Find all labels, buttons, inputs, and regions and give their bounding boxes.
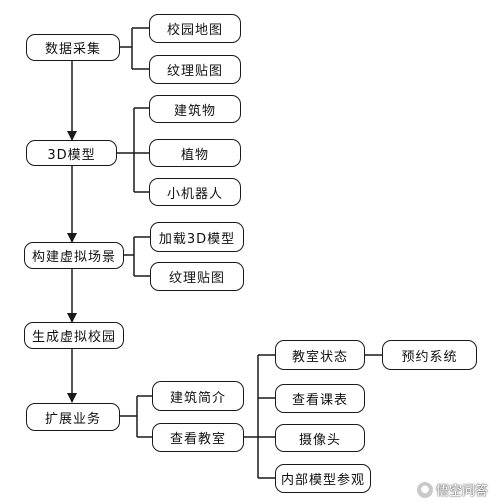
- node-generate-virtual-campus: 生成虚拟校园: [24, 322, 124, 349]
- node-3d-model: 3D模型: [26, 140, 117, 166]
- node-view-classroom: 查看教室: [152, 423, 244, 452]
- node-classroom-status: 教室状态: [275, 340, 365, 370]
- node-reservation-system: 预约系统: [382, 340, 477, 370]
- chat-bubble-icon: ●: [416, 481, 433, 498]
- node-internal-model-visit: 内部模型参观: [275, 464, 371, 493]
- node-build-virtual-scene: 构建虚拟场景: [24, 242, 124, 269]
- node-data-collection: 数据采集: [26, 34, 120, 61]
- node-view-schedule: 查看课表: [275, 384, 365, 413]
- node-texture-map-1: 纹理贴图: [149, 55, 241, 84]
- node-load-3d-model: 加载3D模型: [150, 222, 244, 252]
- node-small-robot: 小机器人: [149, 178, 241, 206]
- node-building-intro: 建筑简介: [152, 381, 244, 411]
- watermark: ● 悟空问答: [416, 480, 488, 499]
- node-plant: 植物: [149, 139, 241, 167]
- node-extend-business: 扩展业务: [26, 403, 120, 431]
- node-texture-map-2: 纹理贴图: [150, 262, 244, 291]
- node-camera: 摄像头: [275, 424, 365, 452]
- node-campus-map: 校园地图: [149, 14, 241, 43]
- watermark-text: 悟空问答: [435, 484, 488, 499]
- node-building: 建筑物: [149, 95, 241, 123]
